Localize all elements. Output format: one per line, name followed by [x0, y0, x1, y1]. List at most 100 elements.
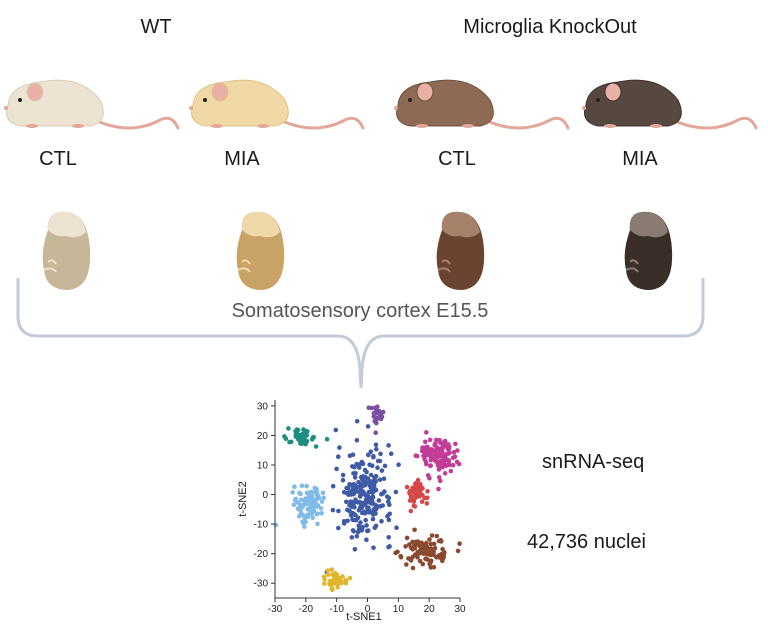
- scatter-point: [336, 525, 341, 531]
- scatter-point: [408, 545, 414, 550]
- scatter-point: [396, 462, 401, 468]
- y-tick-label: -30: [254, 579, 269, 590]
- x-tick-label: -20: [299, 604, 314, 615]
- scatter-point: [357, 461, 363, 467]
- scatter-point: [379, 518, 384, 524]
- scatter-point: [394, 525, 399, 530]
- scatter-point: [286, 426, 291, 431]
- scatter-point: [333, 427, 339, 433]
- x-tick-label: 20: [424, 604, 436, 615]
- scatter-point: [379, 414, 385, 420]
- x-tick-label: -10: [329, 604, 344, 615]
- mouse-ko-mia: [582, 79, 758, 130]
- scatter-point: [351, 528, 357, 534]
- scatter-point: [341, 519, 347, 524]
- scatter-point: [320, 490, 326, 496]
- group-title-wt: WT: [140, 16, 172, 38]
- scatter-point: [376, 408, 382, 414]
- scatter-point: [366, 452, 371, 458]
- scatter-point: [330, 483, 336, 489]
- tissue-label: Somatosensory cortex E15.5: [231, 300, 489, 322]
- scatter-point: [450, 455, 456, 461]
- scatter-point: [455, 448, 460, 453]
- scatter-point: [404, 535, 410, 541]
- scatter-point: [446, 442, 451, 447]
- scatter-point: [431, 541, 437, 547]
- scatter-point: [434, 437, 439, 443]
- y-tick-label: 20: [257, 431, 269, 442]
- scatter-point: [415, 555, 420, 560]
- scatter-point: [440, 558, 445, 564]
- method-label: snRNA-seq: [542, 451, 645, 473]
- scatter-point: [418, 549, 424, 555]
- scatter-point: [373, 523, 379, 529]
- scatter-point: [445, 451, 451, 456]
- scatter-point: [301, 427, 306, 432]
- scatter-point: [367, 495, 373, 501]
- scatter-point: [373, 506, 379, 512]
- scatter-point: [415, 549, 421, 555]
- scatter-point: [371, 545, 376, 551]
- scatter-point: [412, 504, 418, 509]
- scatter-point: [381, 476, 387, 482]
- scatter-point: [442, 442, 448, 448]
- scatter-point: [413, 494, 419, 500]
- scatter-point: [408, 508, 414, 514]
- group-title-knockout: Microglia KnockOut: [463, 16, 637, 38]
- scatter-point: [378, 451, 383, 457]
- scatter-point: [428, 463, 433, 469]
- scatter-point: [340, 477, 346, 483]
- scatter-point: [423, 447, 429, 453]
- scatter-point: [372, 475, 377, 481]
- scatter-point: [344, 499, 349, 505]
- scatter-point: [443, 463, 449, 469]
- scatter-point: [298, 438, 304, 444]
- scatter-point: [427, 475, 432, 481]
- scatter-point: [319, 511, 324, 516]
- scatter-point: [387, 511, 393, 517]
- scatter-point: [332, 570, 338, 576]
- cluster-0: [324, 418, 421, 575]
- scatter-point: [374, 446, 379, 452]
- scatter-point: [344, 491, 350, 496]
- y-tick-label: -20: [254, 549, 269, 560]
- mouse-ko-ctl: [394, 79, 570, 130]
- scatter-point: [438, 478, 443, 484]
- scatter-point: [427, 537, 432, 542]
- cluster-3: [366, 404, 386, 436]
- scatter-point: [377, 477, 383, 483]
- cluster-2: [282, 426, 330, 449]
- scatter-point: [398, 554, 404, 560]
- scatter-point: [375, 458, 381, 464]
- scatter-point: [427, 550, 432, 555]
- scatter-point: [356, 500, 361, 505]
- scatter-point: [334, 466, 339, 472]
- cluster-7: [321, 567, 353, 592]
- scatter-point: [419, 499, 425, 505]
- scatter-point: [353, 512, 358, 518]
- scatter-point: [322, 581, 327, 586]
- scatter-point: [305, 512, 311, 517]
- scatter-point: [349, 535, 355, 540]
- scatter-point: [307, 490, 312, 496]
- scatter-point: [386, 517, 392, 523]
- scatter-point: [411, 489, 416, 494]
- scatter-point: [412, 541, 417, 547]
- scatter-point: [343, 577, 349, 583]
- scatter-point: [457, 541, 462, 546]
- scatter-point: [347, 575, 353, 581]
- scatter-point: [361, 509, 367, 515]
- scatter-point: [298, 491, 303, 497]
- cluster-1: [273, 483, 327, 530]
- scatter-point: [427, 448, 433, 454]
- scatter-point: [404, 562, 409, 567]
- scatter-point: [386, 443, 391, 448]
- mouse-wt-ctl: [4, 79, 180, 130]
- scatter-point: [368, 479, 374, 484]
- scatter-point: [305, 429, 310, 434]
- y-axis-label: t-SNE2: [237, 481, 249, 517]
- scatter-point: [328, 583, 334, 588]
- embryo-ko-mia: [624, 211, 673, 290]
